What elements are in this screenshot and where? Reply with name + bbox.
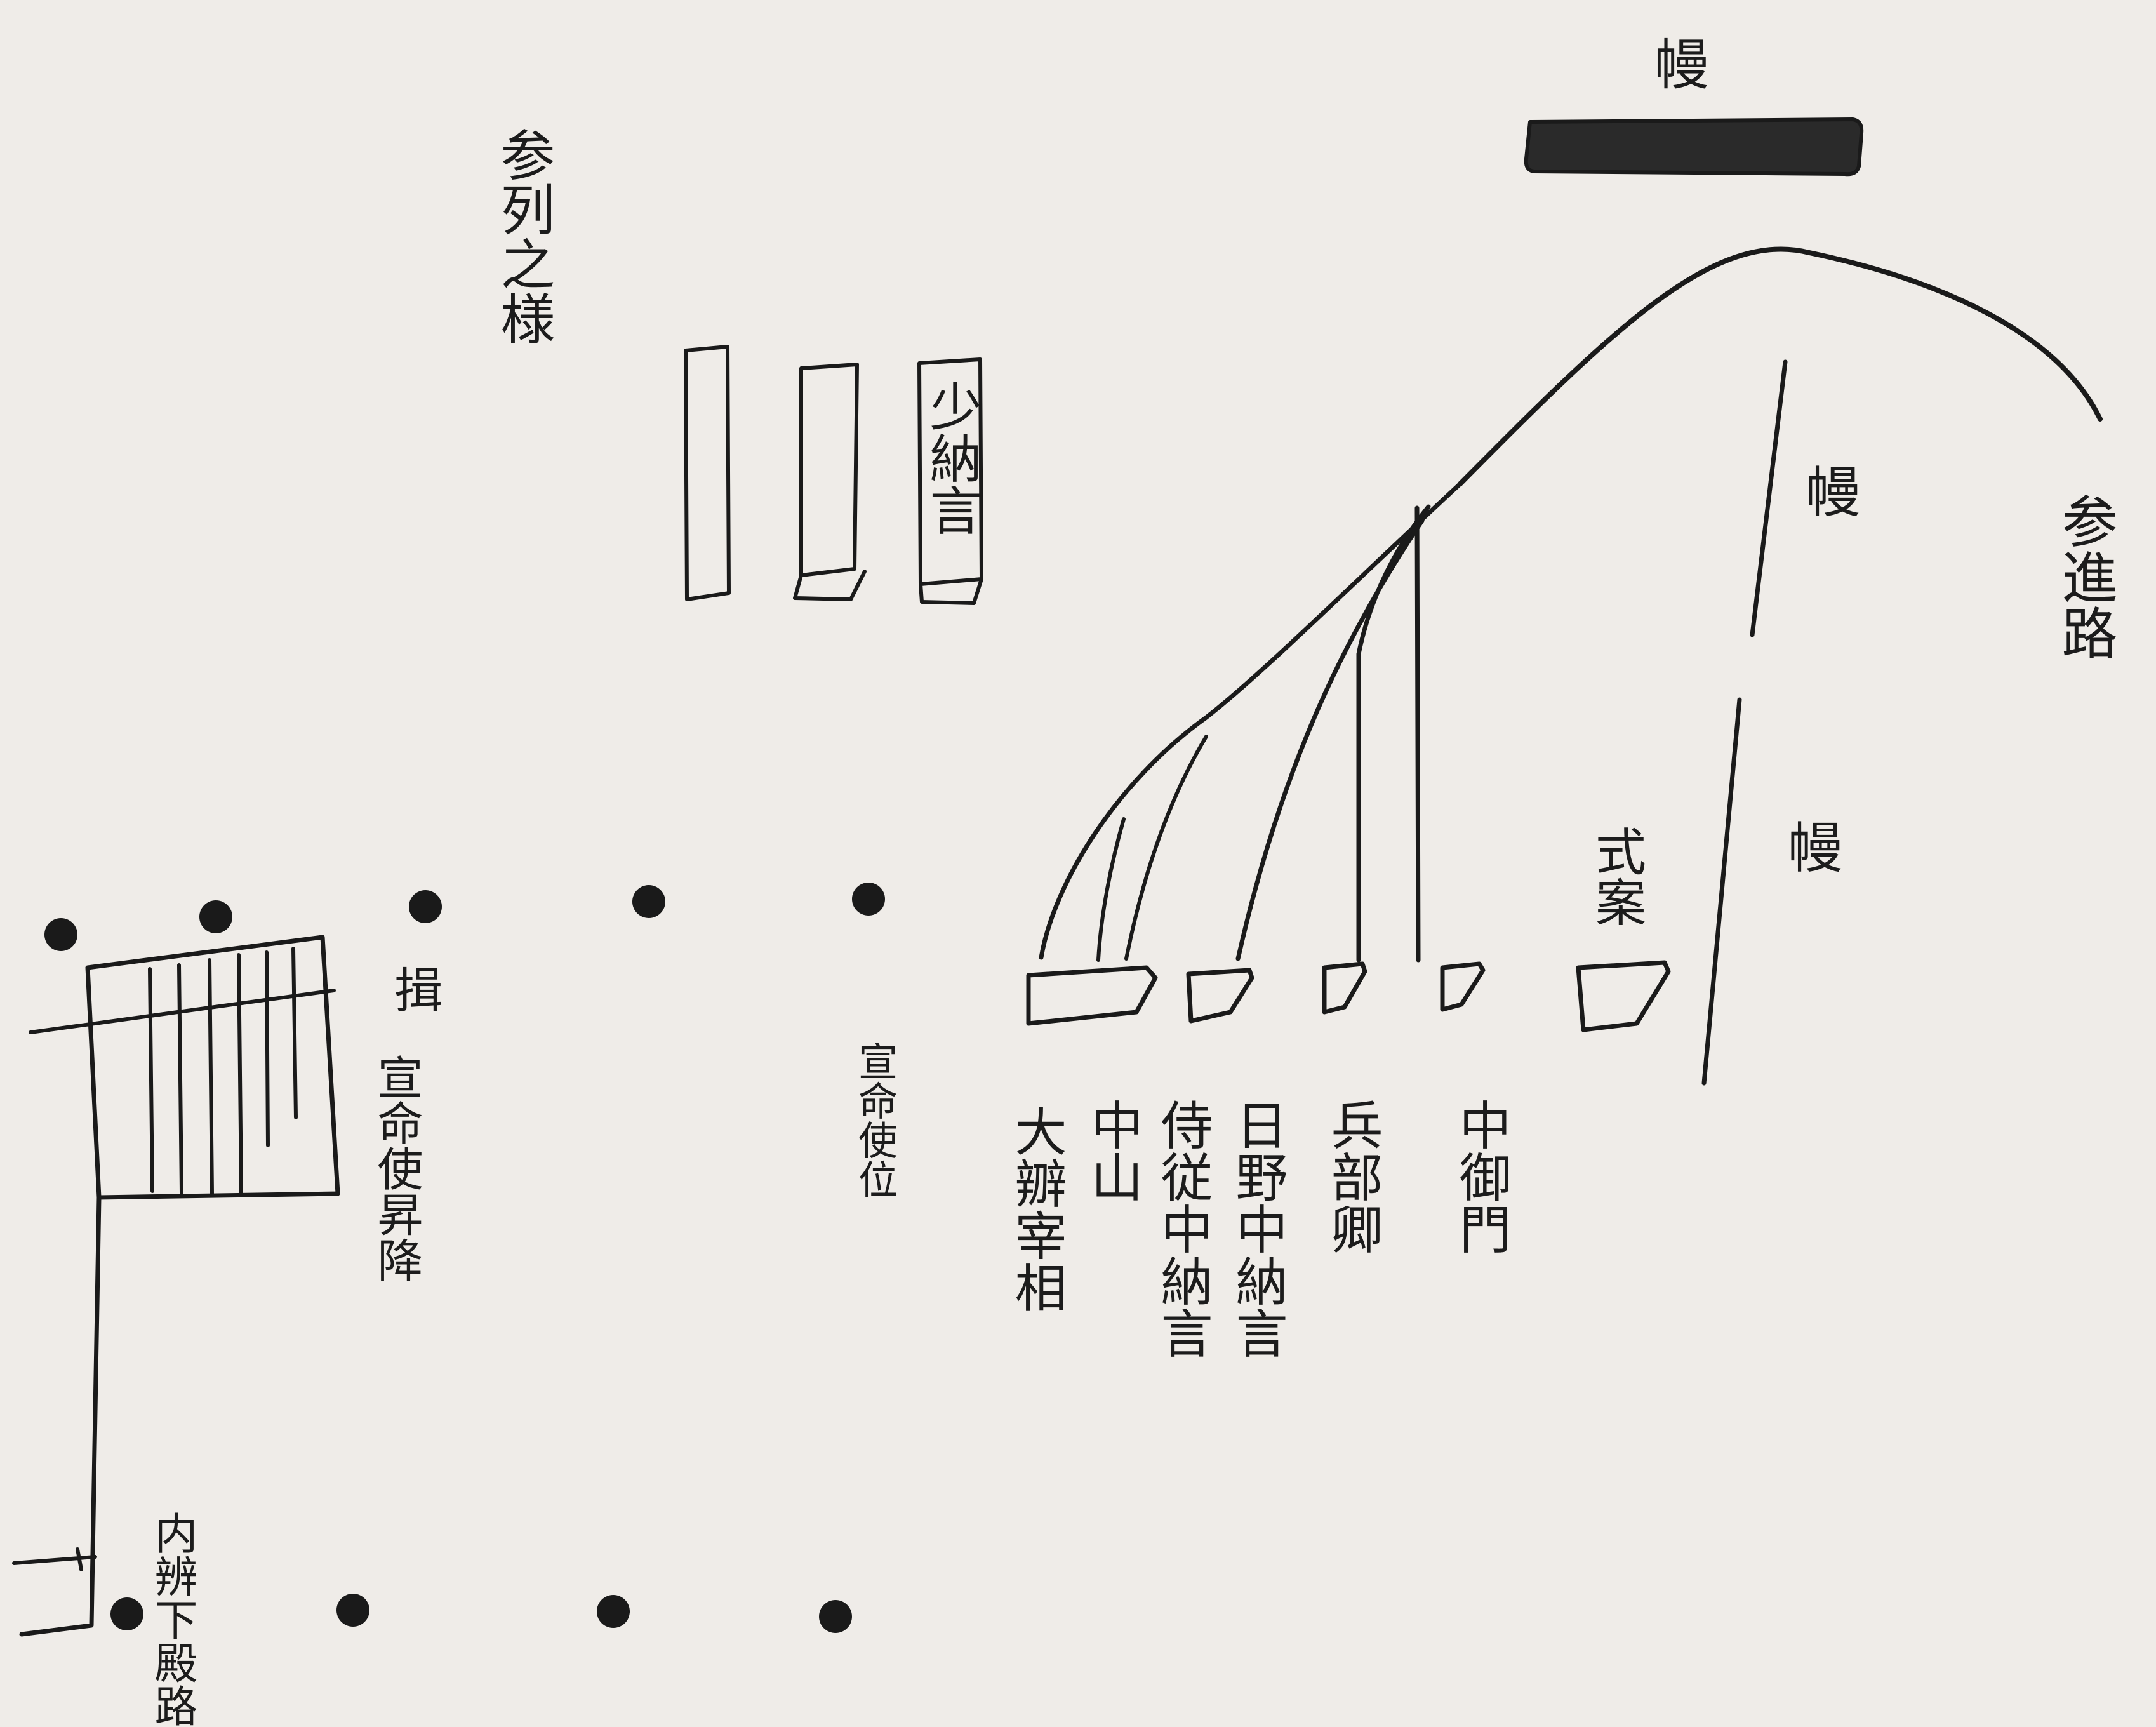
branch-nakayama (1096, 817, 1126, 962)
curtain-label-right-upper: 幔 (1796, 463, 1860, 518)
diagram-title: 参列之様 (491, 127, 554, 345)
branch-nakanomikado (1414, 505, 1421, 963)
diagram-drawing (12, 117, 2103, 1637)
pillar-dot (632, 885, 665, 918)
panel-2-base (793, 570, 867, 601)
seat-label-nakanomikado: 中御門 (1450, 1098, 1510, 1255)
stairs-crossbar (29, 989, 336, 1034)
seat-box-jiju (1186, 968, 1254, 1024)
branch-hino (1235, 518, 1425, 961)
panel-1 (684, 345, 731, 601)
seat-box-nakanomikado (1440, 961, 1486, 1012)
curtain-label-top: 幔 (1654, 34, 1709, 97)
seat-box-hyobukyo (1322, 961, 1367, 1015)
naiben-path-tick (12, 1555, 97, 1565)
pillar-dot (110, 1597, 143, 1630)
pillar-dot (409, 890, 442, 923)
pillar-dots (44, 883, 885, 1633)
shonagon-label: 少納言 (921, 380, 981, 536)
seat-label-hyobukyo: 兵部卿 (1322, 1098, 1382, 1255)
yu-label: 揖 (386, 965, 443, 1013)
seat-box-shikian (1576, 960, 1671, 1032)
ceremony-seating-diagram: 参列之様 幔 幔 幔 参進路 少納言 式案 中御門 兵部卿 日野中納言 侍従中納… (12, 34, 2118, 1727)
naiben-path-tick2 (76, 1547, 83, 1571)
panel-2 (799, 363, 859, 577)
curtain-line-lower (1701, 697, 1742, 1086)
pillar-dot (597, 1595, 630, 1628)
stairs-outline (85, 935, 340, 1200)
pillar-dot (199, 900, 232, 933)
naiben-path-label: 内辨下殿路 (147, 1511, 197, 1727)
pillar-dot (44, 918, 77, 951)
seat-box-daiben (1026, 965, 1158, 1026)
curtain-line-upper (1750, 359, 1788, 637)
naiben-path-line (19, 1195, 102, 1637)
pillar-dot (819, 1600, 852, 1633)
stairs-steps (148, 947, 298, 1196)
approach-path-label: 参進路 (2053, 493, 2118, 660)
senmyoshi-shoko-label: 宣命使昇降 (369, 1054, 423, 1283)
panel-3-base (919, 577, 983, 605)
branch-hyobukyo (1356, 504, 1431, 963)
curtain-bar (1524, 117, 1864, 177)
curtain-label-right-lower: 幔 (1778, 819, 1842, 874)
senmyoshi-i-label: 宣命使位 (851, 1041, 898, 1199)
arc-lower (1039, 481, 1463, 960)
shikian-label: 式案 (1587, 825, 1646, 927)
seat-label-hino: 日野中納言 (1227, 1098, 1287, 1359)
seat-label-daiben: 大辧宰相 (1006, 1105, 1066, 1313)
approach-arc (1458, 246, 2103, 486)
pillar-dot (852, 883, 885, 916)
seat-label-nakayama: 中山 (1082, 1098, 1142, 1203)
pillar-dot (336, 1594, 369, 1627)
seat-label-jiju: 侍従中納言 (1152, 1098, 1212, 1359)
branch-jiju (1124, 735, 1208, 961)
